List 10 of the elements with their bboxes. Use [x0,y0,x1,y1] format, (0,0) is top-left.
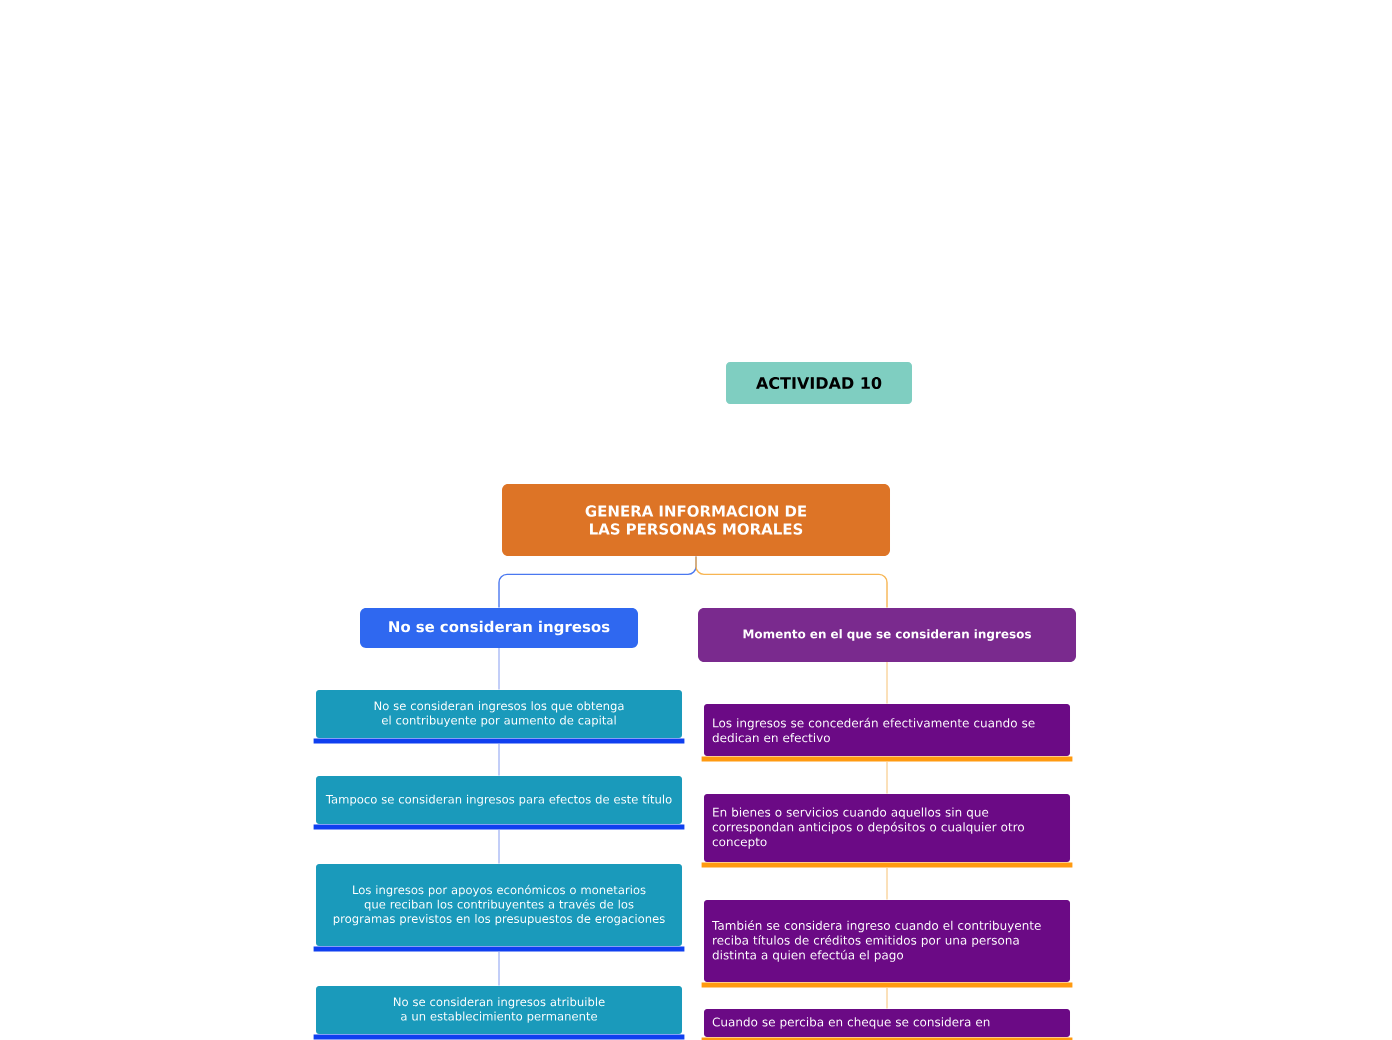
connector-line [886,987,888,1010]
connector-line [886,661,888,705]
connector-line [498,951,500,987]
connector-line [498,743,500,777]
connector-line [695,555,888,609]
connector-line [498,829,500,865]
title-box: ACTIVIDAD 10 [726,362,912,404]
connector-line [886,761,888,795]
connector-line [498,647,500,691]
connector-line [886,867,888,901]
